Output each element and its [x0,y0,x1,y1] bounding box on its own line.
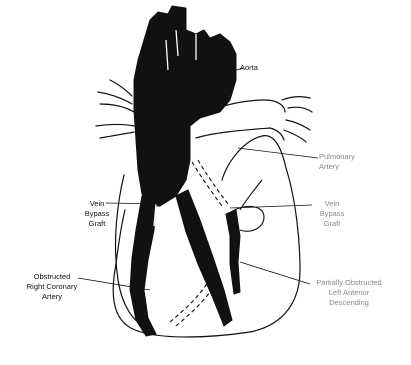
label-vein-left-line2: Bypass [74,209,120,219]
label-rca-line2: Right Coronary [16,282,88,292]
label-vein-right-line2: Bypass [312,209,352,219]
aorta-shape [134,6,236,206]
right-descending-vessel [176,190,232,326]
label-pulmonary-artery: Pulmonary Artery [319,152,355,172]
label-vein-left-line3: Graft [74,219,120,229]
label-obstructed-lad: Partially Obstructed Left Anterior Desce… [312,278,386,308]
label-aorta-text: Aorta [240,63,258,72]
right-branch-1 [282,97,310,100]
label-vein-right-line1: Vein [312,199,352,209]
label-lad-line3: Descending [312,298,386,308]
label-pulmonary-line2: Artery [319,162,355,172]
label-aorta: Aorta [240,63,258,73]
label-vein-right-line3: Graft [312,219,352,229]
label-vein-left-line1: Vein [74,199,120,209]
label-rca-line1: Obstructed [16,272,88,282]
label-vein-bypass-graft-right: Vein Bypass Graft [312,199,352,229]
left-graft-vessel [130,196,156,336]
label-lad-line1: Partially Obstructed [312,278,386,288]
dashed-vessel-upper [192,162,222,206]
label-pulmonary-line1: Pulmonary [319,152,355,162]
label-vein-bypass-graft-left: Vein Bypass Graft [74,199,120,229]
label-rca-line3: Artery [16,292,88,302]
label-obstructed-rca: Obstructed Right Coronary Artery [16,272,88,302]
left-branch-1 [98,92,132,104]
label-lad-line2: Left Anterior [312,288,386,298]
